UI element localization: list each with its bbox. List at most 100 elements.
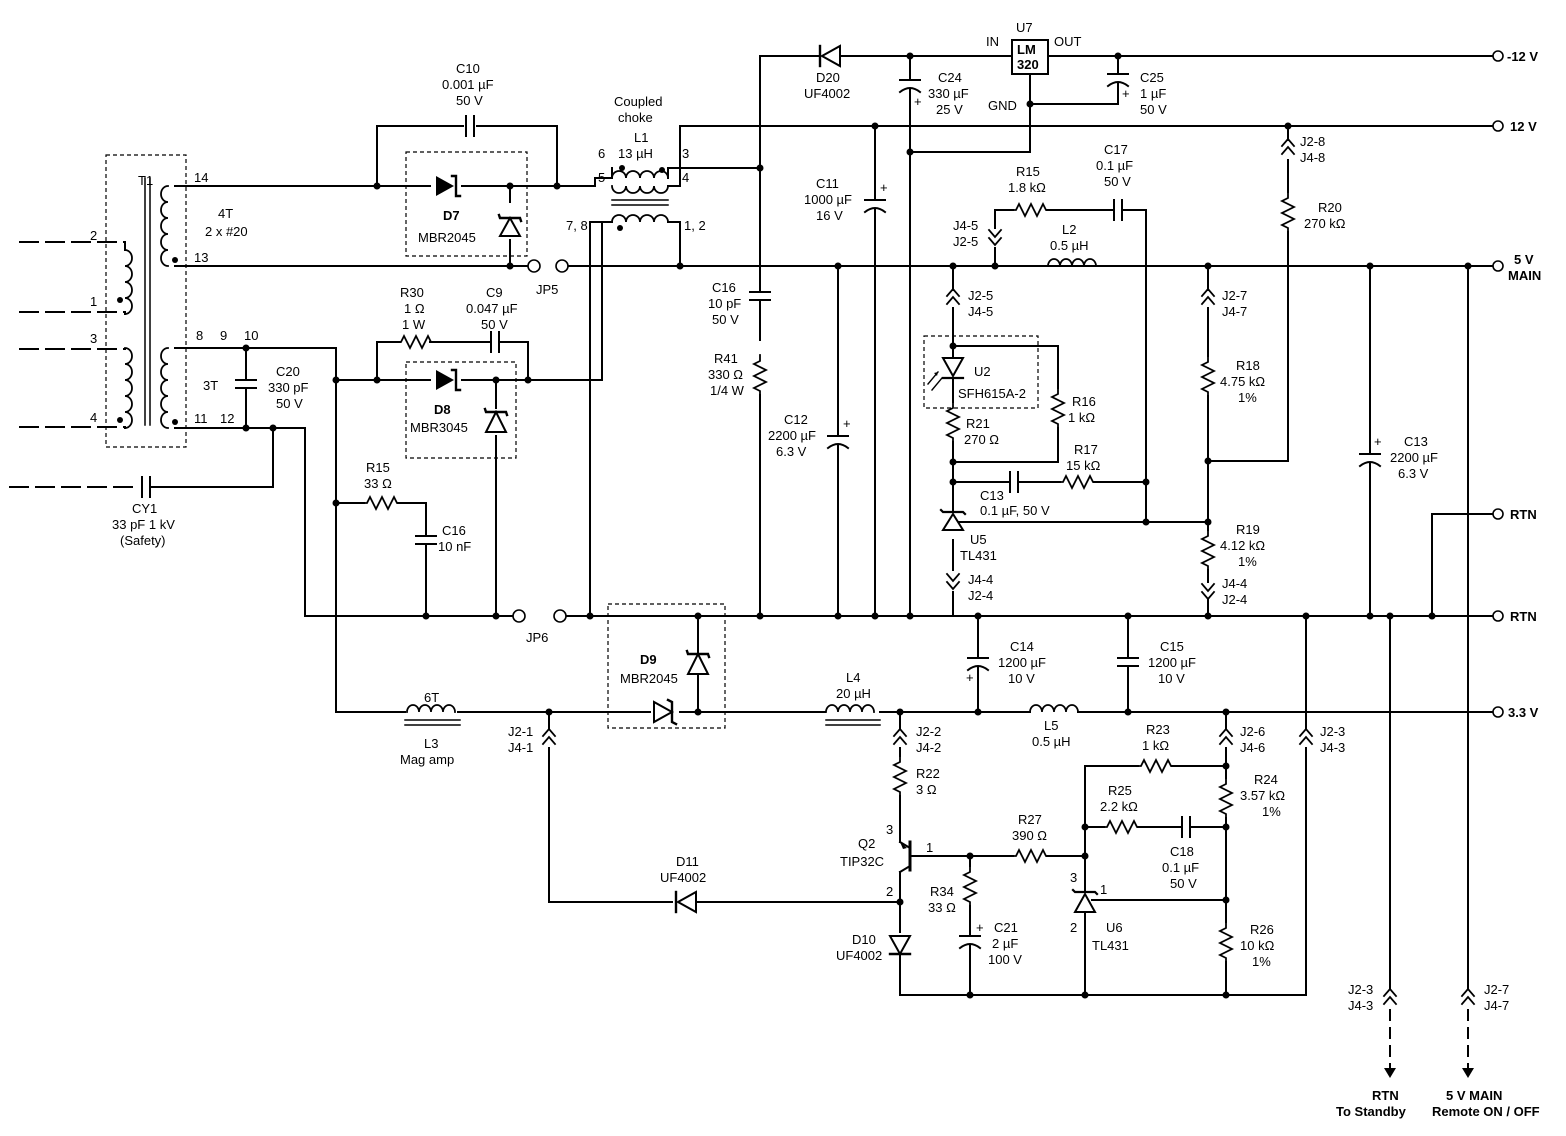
svg-text:J4-8: J4-8 bbox=[1300, 150, 1325, 165]
svg-text:R15: R15 bbox=[1016, 164, 1040, 179]
svg-text:1, 2: 1, 2 bbox=[684, 218, 706, 233]
svg-text:+: + bbox=[880, 180, 888, 195]
svg-text:33 Ω: 33 Ω bbox=[364, 476, 392, 491]
svg-text:C20: C20 bbox=[276, 364, 300, 379]
transformer-t1: T1 bbox=[105, 154, 187, 448]
svg-text:R15: R15 bbox=[366, 460, 390, 475]
svg-text:100 V: 100 V bbox=[988, 952, 1022, 967]
svg-text:J4-7: J4-7 bbox=[1222, 304, 1247, 319]
svg-text:L4: L4 bbox=[846, 670, 860, 685]
output-12v: 12 V bbox=[1510, 119, 1537, 134]
svg-text:D10: D10 bbox=[852, 932, 876, 947]
svg-text:2 µF: 2 µF bbox=[992, 936, 1018, 951]
svg-text:LM: LM bbox=[1017, 42, 1036, 57]
inductor-l5: L5 0.5 µH bbox=[1029, 704, 1079, 749]
svg-text:5: 5 bbox=[598, 170, 605, 185]
svg-text:+: + bbox=[976, 920, 984, 935]
svg-text:3: 3 bbox=[886, 822, 893, 837]
svg-text:330 pF: 330 pF bbox=[268, 380, 309, 395]
svg-text:270 Ω: 270 Ω bbox=[964, 432, 999, 447]
transistor-q2: Q2 TIP32C 3 1 2 bbox=[840, 822, 933, 899]
svg-text:0.1 µF: 0.1 µF bbox=[1162, 860, 1199, 875]
svg-text:L1: L1 bbox=[634, 130, 648, 145]
arrow-down-icon bbox=[1384, 1068, 1396, 1078]
diode-d7: D7 MBR2045 bbox=[405, 151, 528, 257]
svg-text:+: + bbox=[843, 416, 851, 431]
svg-text:0.047 µF: 0.047 µF bbox=[466, 301, 518, 316]
svg-text:10 V: 10 V bbox=[1008, 671, 1035, 686]
remote-on-off: Remote ON / OFF bbox=[1432, 1104, 1540, 1119]
winding-4t: 4T bbox=[218, 206, 233, 221]
pin-9: 9 bbox=[220, 328, 227, 343]
svg-text:R26: R26 bbox=[1250, 922, 1274, 937]
svg-text:R18: R18 bbox=[1236, 358, 1260, 373]
svg-text:MBR3045: MBR3045 bbox=[410, 420, 468, 435]
svg-text:J4-4: J4-4 bbox=[968, 572, 993, 587]
svg-text:2200 µF: 2200 µF bbox=[1390, 450, 1438, 465]
pin-11: 11 bbox=[194, 411, 208, 426]
svg-text:D7: D7 bbox=[443, 208, 460, 223]
svg-text:C24: C24 bbox=[938, 70, 962, 85]
svg-text:1: 1 bbox=[1100, 882, 1107, 897]
connector-j2-7-top: J2-7J4-7 bbox=[1201, 288, 1247, 319]
svg-text:2: 2 bbox=[1070, 920, 1077, 935]
svg-text:6T: 6T bbox=[424, 690, 439, 705]
jumper-jp6: JP6 bbox=[512, 609, 567, 645]
svg-text:C17: C17 bbox=[1104, 142, 1128, 157]
svg-text:UF4002: UF4002 bbox=[836, 948, 882, 963]
svg-text:270 kΩ: 270 kΩ bbox=[1304, 216, 1346, 231]
connector-j2-1: J2-1J4-1 bbox=[508, 724, 556, 755]
junctions bbox=[242, 52, 1472, 999]
shunt-regulator-u6: U6 TL431 3 1 2 bbox=[1070, 870, 1129, 953]
svg-text:50 V: 50 V bbox=[1170, 876, 1197, 891]
svg-text:C21: C21 bbox=[994, 920, 1018, 935]
svg-text:330 µF: 330 µF bbox=[928, 86, 969, 101]
svg-text:1%: 1% bbox=[1238, 554, 1257, 569]
svg-text:2.2 kΩ: 2.2 kΩ bbox=[1100, 799, 1138, 814]
svg-text:GND: GND bbox=[988, 98, 1017, 113]
regulator-u7: U7 IN OUT GND LM 320 bbox=[986, 20, 1082, 113]
svg-text:C25: C25 bbox=[1140, 70, 1164, 85]
svg-text:C16: C16 bbox=[712, 280, 736, 295]
svg-text:D8: D8 bbox=[434, 402, 451, 417]
svg-text:R34: R34 bbox=[930, 884, 954, 899]
svg-text:16 V: 16 V bbox=[816, 208, 843, 223]
standby-label: To Standby bbox=[1336, 1104, 1407, 1119]
svg-text:J4-3: J4-3 bbox=[1348, 998, 1373, 1013]
svg-text:R21: R21 bbox=[966, 416, 990, 431]
svg-text:C18: C18 bbox=[1170, 844, 1194, 859]
inductor-l4: L4 20 µH bbox=[825, 670, 881, 726]
svg-text:1%: 1% bbox=[1252, 954, 1271, 969]
svg-text:50 V: 50 V bbox=[1104, 174, 1131, 189]
svg-text:10 pF: 10 pF bbox=[708, 296, 741, 311]
svg-text:+: + bbox=[1122, 86, 1130, 101]
output-3v3: 3.3 V bbox=[1508, 705, 1539, 720]
svg-text:U7: U7 bbox=[1016, 20, 1033, 35]
t1-label: T1 bbox=[138, 173, 153, 188]
pin-1: 1 bbox=[90, 294, 97, 309]
svg-text:D9: D9 bbox=[640, 652, 657, 667]
svg-text:choke: choke bbox=[618, 110, 653, 125]
connector-j2-2: J2-2J4-2 bbox=[893, 724, 941, 755]
svg-text:3 Ω: 3 Ω bbox=[916, 782, 937, 797]
svg-text:1200 µF: 1200 µF bbox=[998, 655, 1046, 670]
svg-text:J4-5: J4-5 bbox=[953, 218, 978, 233]
pin-4: 4 bbox=[90, 410, 97, 425]
svg-text:R19: R19 bbox=[1236, 522, 1260, 537]
